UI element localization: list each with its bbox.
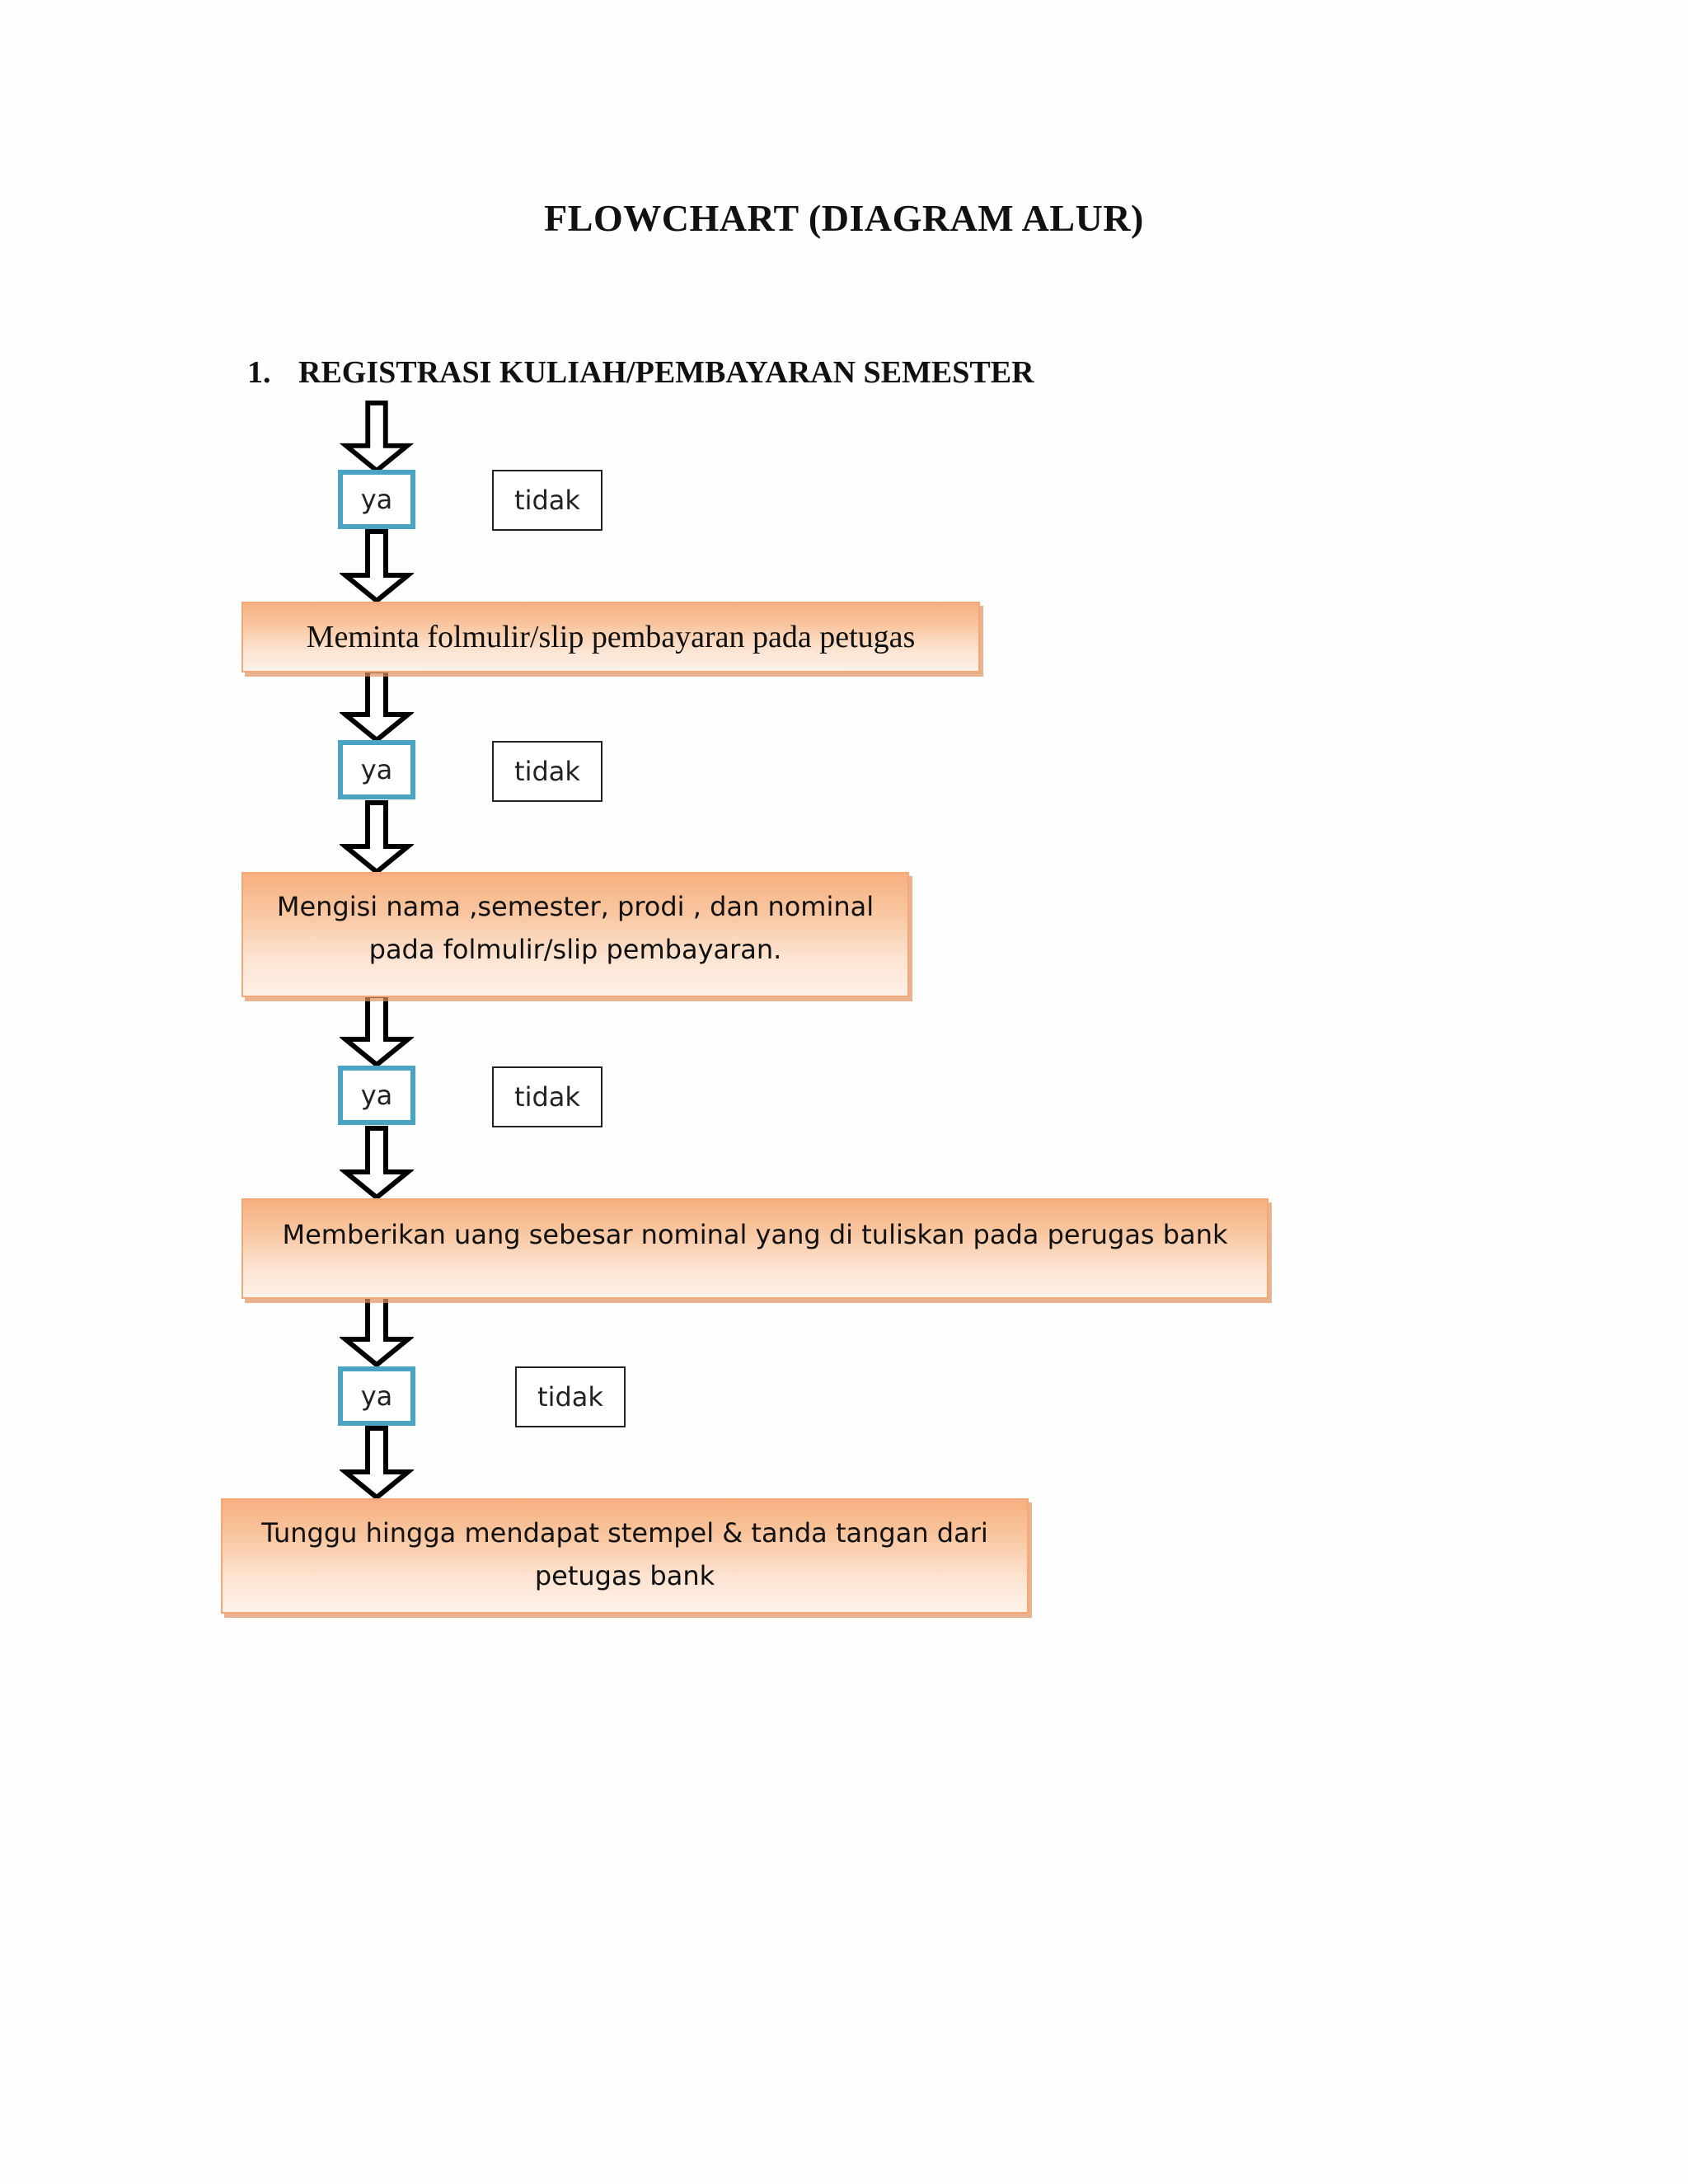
down-arrow-icon bbox=[340, 666, 414, 745]
process-step-request-slip: Meminta folmulir/slip pembayaran pada pe… bbox=[241, 602, 980, 673]
section-number: 1. bbox=[247, 355, 271, 390]
down-arrow-icon bbox=[340, 991, 414, 1070]
down-arrow-icon bbox=[340, 1292, 414, 1368]
step-text: Mengisi nama ,semester, prodi , dan nomi… bbox=[276, 891, 874, 922]
down-arrow-icon bbox=[340, 799, 414, 875]
decision-yes-box: ya bbox=[338, 1066, 415, 1125]
process-step-wait-stamp: Tunggu hingga mendapat stempel & tanda t… bbox=[221, 1498, 1029, 1614]
decision-no-box: tidak bbox=[492, 470, 603, 531]
decision-no-box: tidak bbox=[515, 1366, 626, 1427]
section-heading: 1. REGISTRASI KULIAH/PEMBAYARAN SEMESTER bbox=[247, 354, 1034, 391]
decision-no-box: tidak bbox=[492, 741, 603, 802]
down-arrow-icon bbox=[340, 1424, 414, 1502]
section-title: REGISTRASI KULIAH/PEMBAYARAN SEMESTER bbox=[298, 355, 1034, 390]
step-text: petugas bank bbox=[534, 1560, 715, 1591]
down-arrow-icon bbox=[340, 1124, 414, 1202]
step-text: pada folmulir/slip pembayaran. bbox=[368, 934, 782, 965]
down-arrow-icon bbox=[340, 401, 414, 473]
process-step-fill-slip: Mengisi nama ,semester, prodi , dan nomi… bbox=[241, 872, 909, 997]
down-arrow-icon bbox=[340, 529, 414, 603]
process-step-pay-money: Memberikan uang sebesar nominal yang di … bbox=[241, 1198, 1268, 1299]
step-text: Meminta folmulir/slip pembayaran pada pe… bbox=[306, 620, 916, 654]
decision-yes-box: ya bbox=[338, 1366, 415, 1426]
step-text: Memberikan uang sebesar nominal yang di … bbox=[282, 1219, 1228, 1250]
page-title: FLOWCHART (DIAGRAM ALUR) bbox=[544, 197, 1144, 239]
decision-yes-box: ya bbox=[338, 740, 415, 799]
step-text: Tunggu hingga mendapat stempel & tanda t… bbox=[261, 1517, 988, 1549]
decision-no-box: tidak bbox=[492, 1066, 603, 1127]
decision-yes-box: ya bbox=[338, 470, 415, 529]
